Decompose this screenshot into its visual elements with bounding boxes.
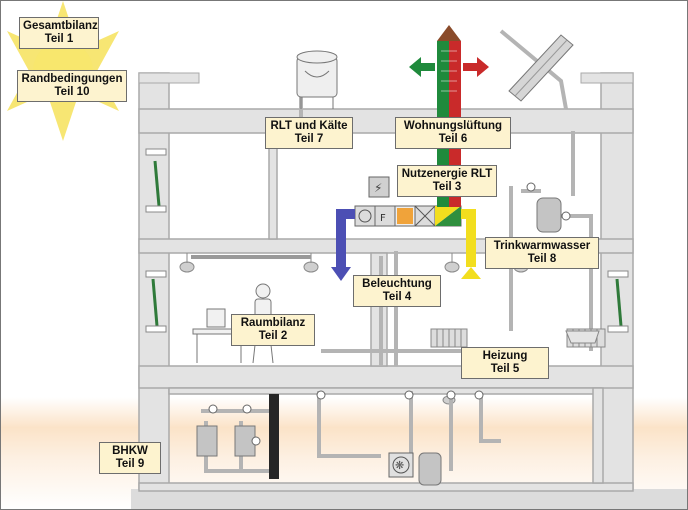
label-title: Beleuchtung (357, 278, 437, 291)
svg-text:⚡: ⚡ (374, 181, 382, 195)
label-part: Teil 6 (399, 133, 507, 146)
label-part: Teil 9 (103, 458, 157, 471)
label-part: Teil 4 (357, 291, 437, 304)
ground (131, 489, 687, 509)
label-beleuchtung: Beleuchtung Teil 4 (353, 275, 441, 307)
label-title: Wohnungslüftung (399, 120, 507, 133)
label-part: Teil 7 (269, 133, 349, 146)
label-title: Nutzenergie RLT (401, 168, 493, 181)
distributor-bar (269, 394, 279, 479)
label-part: Teil 8 (489, 253, 595, 266)
label-title: Randbedingungen (21, 73, 123, 86)
label-part: Teil 1 (23, 33, 95, 46)
label-trinkwarmwasser: Trinkwarmwasser Teil 8 (485, 237, 599, 269)
fan-unit-icon: ❋ (389, 453, 413, 477)
label-rlt-kaelte: RLT und Kälte Teil 7 (265, 117, 353, 149)
label-title: RLT und Kälte (269, 120, 349, 133)
label-part: Teil 5 (465, 363, 545, 376)
label-part: Teil 10 (21, 86, 123, 99)
label-part: Teil 2 (235, 330, 311, 343)
svg-text:❋: ❋ (395, 459, 404, 472)
label-part: Teil 3 (401, 181, 493, 194)
label-nutzenergie-rlt: Nutzenergie RLT Teil 3 (397, 165, 497, 197)
label-title: BHKW (103, 445, 157, 458)
label-title: Raumbilanz (235, 317, 311, 330)
label-bhkw: BHKW Teil 9 (99, 442, 161, 474)
label-title: Gesamtbilanz (23, 20, 95, 33)
label-randbedingungen: Randbedingungen Teil 10 (17, 70, 127, 102)
label-heizung: Heizung Teil 5 (461, 347, 549, 379)
label-title: Trinkwarmwasser (489, 240, 595, 253)
label-gesamtbilanz: Gesamtbilanz Teil 1 (19, 17, 99, 49)
label-raumbilanz: Raumbilanz Teil 2 (231, 314, 315, 346)
label-title: Heizung (465, 350, 545, 363)
svg-text:F: F (380, 213, 386, 224)
label-wohnungslueftung: Wohnungslüftung Teil 6 (395, 117, 511, 149)
